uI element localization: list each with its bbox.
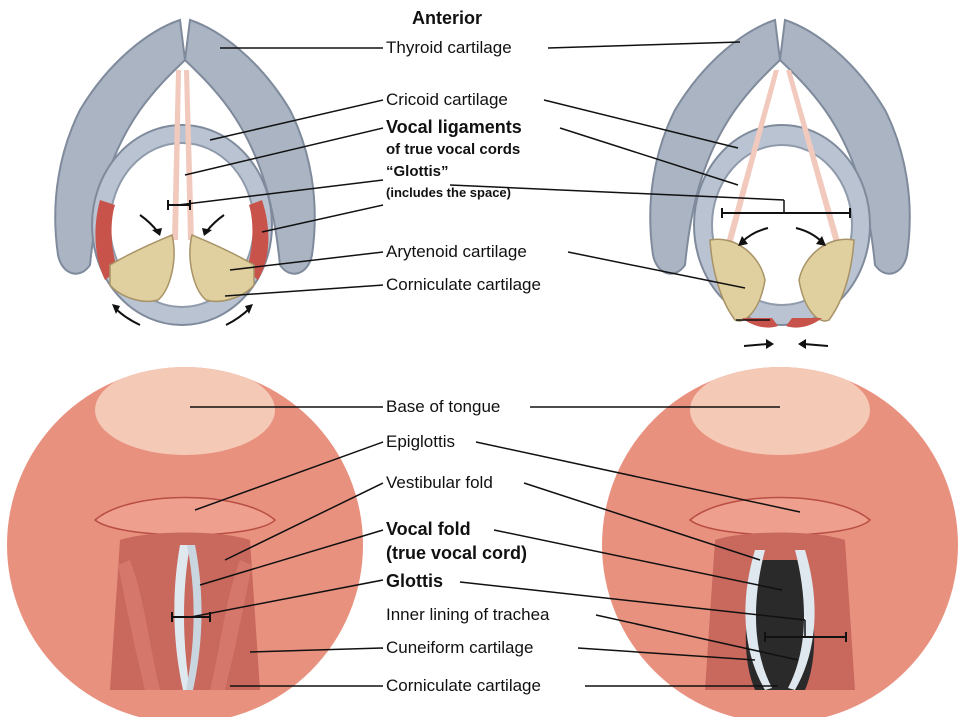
anterior-label: Anterior <box>412 8 482 28</box>
label-glottis-quote: “Glottis” <box>386 162 449 182</box>
label-corniculate-cartilage-bottom: Corniculate cartilage <box>386 676 541 696</box>
arrow-in-right-r-head <box>798 339 806 349</box>
arrow-in-left-r <box>744 344 768 346</box>
arrow-in-right-r <box>804 344 828 346</box>
muscle-bottom-right-r <box>786 318 822 328</box>
label-glottis-note: (includes the space) <box>386 183 511 203</box>
label-epiglottis: Epiglottis <box>386 432 455 452</box>
label-vocal-ligaments-sub: of true vocal cords <box>386 140 520 160</box>
label-vocal-fold-sub: (true vocal cord) <box>386 543 527 563</box>
bottom-right-view <box>602 365 958 717</box>
label-thyroid-cartilage: Thyroid cartilage <box>386 38 512 58</box>
label-glottis: Glottis <box>386 571 443 591</box>
label-vocal-ligaments: Vocal ligaments <box>386 117 522 137</box>
arrow-in-left-r-head <box>766 339 774 349</box>
label-inner-lining-trachea: Inner lining of trachea <box>386 605 550 625</box>
label-base-of-tongue: Base of tongue <box>386 397 500 417</box>
label-arytenoid-cartilage: Arytenoid cartilage <box>386 242 527 262</box>
tongue-base-right <box>690 365 870 455</box>
bottom-left-view <box>7 365 363 717</box>
label-vestibular-fold: Vestibular fold <box>386 473 493 493</box>
label-cricoid-cartilage: Cricoid cartilage <box>386 90 508 110</box>
top-right-cartilages <box>650 20 910 349</box>
leader-thyroid-r <box>548 42 740 48</box>
label-vocal-fold: Vocal fold <box>386 519 471 539</box>
label-cuneiform-cartilage: Cuneiform cartilage <box>386 638 533 658</box>
label-corniculate-cartilage-top: Corniculate cartilage <box>386 275 541 295</box>
tongue-base-left <box>95 365 275 455</box>
top-left-cartilages <box>55 20 315 325</box>
